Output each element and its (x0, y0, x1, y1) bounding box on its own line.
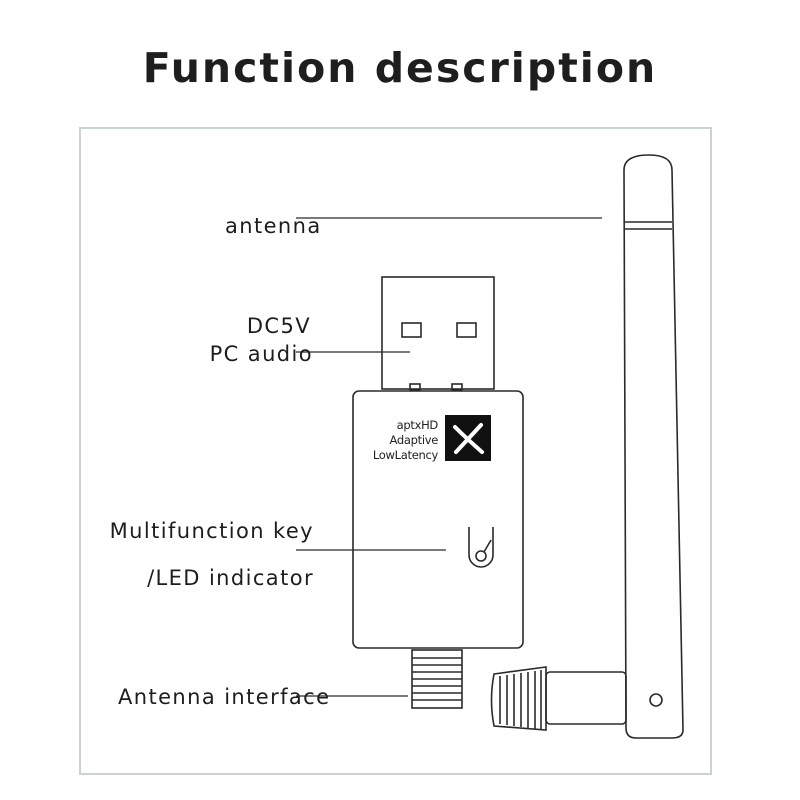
label-antenna-interface: Antenna interface (118, 685, 331, 709)
antenna-base (490, 666, 627, 731)
label-antenna: antenna (225, 214, 322, 238)
antenna-body (623, 154, 684, 739)
page-title: Function description (142, 44, 658, 92)
aptx-x-logo-icon (445, 415, 491, 461)
badge-line-adaptive: Adaptive (389, 433, 439, 447)
label-multifunction-key: Multifunction key (109, 519, 314, 543)
label-led-indicator: /LED indicator (147, 566, 314, 590)
diagram-frame (79, 127, 712, 775)
label-pc-audio: PC audio (209, 342, 313, 366)
dongle-body (352, 390, 524, 649)
usb-connector (381, 276, 495, 391)
antenna-interface-connector (411, 649, 463, 709)
badge-line-aptxhd: aptxHD (396, 418, 439, 432)
codec-badge-text: aptxHD Adaptive LowLatency (362, 418, 438, 463)
label-dc5v: DC5V (246, 314, 311, 338)
badge-line-lowlatency: LowLatency (372, 448, 438, 462)
multifunction-key-icon (468, 527, 494, 568)
